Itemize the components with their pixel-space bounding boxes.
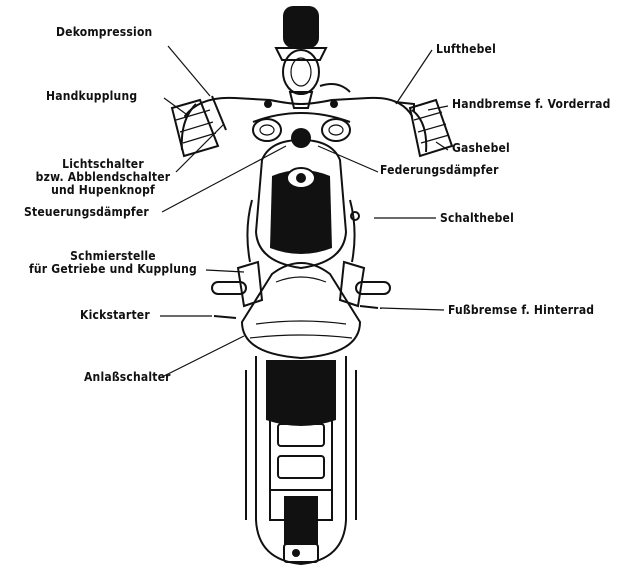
leader-dekompression (168, 46, 210, 96)
leader-lufthebel (396, 50, 432, 104)
footrests (212, 282, 390, 318)
fuel-tank (256, 140, 359, 268)
label-anlassschalter: Anlaßschalter (84, 371, 171, 384)
label-lufthebel: Lufthebel (436, 43, 496, 56)
label-fussbremse: Fußbremse f. Hinterrad (448, 304, 594, 317)
label-handkupplung: Handkupplung (46, 90, 137, 103)
label-steuerungsdaempfer: Steuerungsdämpfer (24, 206, 149, 219)
label-dekompression: Dekompression (56, 26, 152, 39)
label-schmierstelle: Schmierstelle für Getriebe und Kupplung (18, 250, 208, 276)
label-lichtschalter-line3: und Hupenknopf (30, 184, 176, 197)
rear-section (246, 356, 356, 564)
instrument-pods (253, 113, 350, 148)
label-gashebel: Gashebel (452, 142, 510, 155)
label-lichtschalter: Lichtschalter bzw. Abblendschalter und H… (30, 158, 176, 197)
label-kickstarter: Kickstarter (80, 309, 150, 322)
leader-handkupplung (164, 98, 186, 114)
leader-anlassschalter (160, 336, 244, 378)
label-schmierstelle-line2: für Getriebe und Kupplung (18, 263, 208, 276)
label-federungsdaempfer: Federungsdämpfer (380, 164, 499, 177)
label-schalthebel: Schalthebel (440, 212, 514, 225)
headlight (276, 6, 326, 108)
leader-steuerungsdaempfer (162, 146, 286, 212)
leader-federungsdaempfer (318, 146, 378, 172)
leader-fussbremse (380, 308, 444, 310)
label-handbremse: Handbremse f. Vorderrad (452, 98, 611, 111)
